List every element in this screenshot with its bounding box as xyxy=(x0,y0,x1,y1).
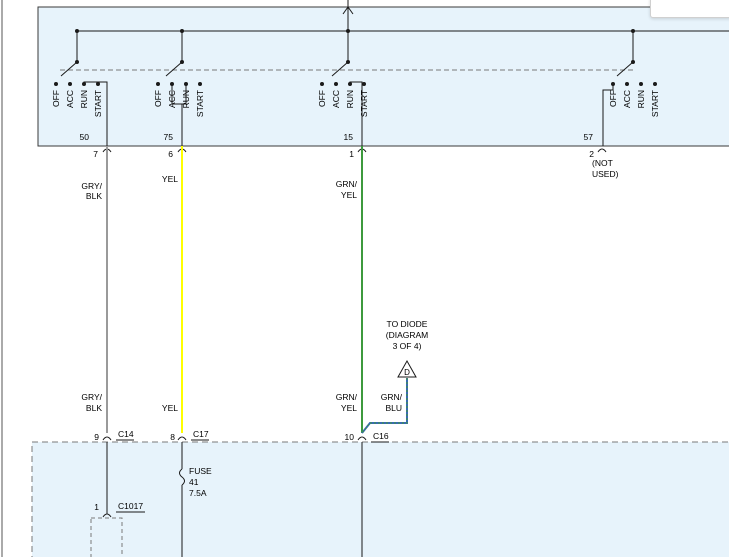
wire-label-grn-yel-top: GRN/YEL xyxy=(336,179,358,200)
pin-top-2: 75 xyxy=(164,132,174,142)
pin-top-1: 50 xyxy=(80,132,90,142)
fuse-rating: 7.5A xyxy=(189,488,207,498)
pin-top-3: 15 xyxy=(344,132,354,142)
wire-label-yel-top: YEL xyxy=(162,174,178,184)
switch-contact-1-1 xyxy=(54,82,58,86)
wire-label-grn-yel-bottom: GRN/YEL xyxy=(336,392,358,413)
connector-name-c1017: C1017 xyxy=(118,501,143,511)
connector-cup-c17 xyxy=(177,436,187,441)
switch-contact-4-2 xyxy=(625,82,629,86)
switch-label-3-3: RUN xyxy=(345,90,355,108)
bus-junction-1 xyxy=(75,29,79,33)
connector-cup-4 xyxy=(597,148,607,153)
connector-c1017-box xyxy=(90,517,123,557)
switch-contact-3-2 xyxy=(334,82,338,86)
ignition-switch-panel xyxy=(37,6,729,147)
fuse-icon xyxy=(179,468,185,486)
diode-triangle-icon xyxy=(397,359,417,378)
diode-symbol-label: D xyxy=(404,368,410,377)
connector-cup-c16 xyxy=(357,436,367,441)
bus-junction-2 xyxy=(180,29,184,33)
arrow-up-icon xyxy=(342,6,354,15)
switch-blade-4 xyxy=(616,61,634,77)
switch-label-1-4: START xyxy=(93,90,103,117)
switch-label-1-3: RUN xyxy=(79,90,89,108)
switch-blade-3 xyxy=(331,61,349,77)
switch-output-4 xyxy=(602,84,614,146)
switch-label-4-4: START xyxy=(650,90,660,117)
wire-label-gry-blk-top: GRY/BLK xyxy=(81,181,102,201)
wire-label-gry-blk-bottom: GRY/BLK xyxy=(81,392,102,413)
switch-bridge-2 xyxy=(171,84,187,105)
pin-bottom-1: 7 xyxy=(93,149,98,159)
connector-pin-c14: 9 xyxy=(94,432,99,442)
connector-name-c16: C16 xyxy=(373,431,389,441)
switch-contact-1-4 xyxy=(96,82,100,86)
connector-pin-c16: 10 xyxy=(345,432,355,442)
switch-label-4-3: RUN xyxy=(636,90,646,108)
pin-bottom-4: 2 xyxy=(589,149,594,159)
switch-label-3-4: START xyxy=(359,90,369,117)
connector-cup-c14 xyxy=(102,436,112,441)
switch-contact-4-4 xyxy=(653,82,657,86)
switch-contact-1-2 xyxy=(68,82,72,86)
switch-blade-1 xyxy=(60,61,78,77)
wire-label-yel-bottom: YEL xyxy=(162,403,178,413)
switch-label-1-2: ACC xyxy=(65,90,75,108)
switch-contact-4-3 xyxy=(639,82,643,86)
pin-top-4: 57 xyxy=(584,132,594,142)
switch-output-3 xyxy=(349,81,363,146)
junction-block-panel xyxy=(31,441,729,557)
switch-label-4-1: OFF xyxy=(608,90,618,107)
bus-junction-3 xyxy=(346,29,350,33)
bus-junction-4 xyxy=(631,29,635,33)
switch-label-3-2: ACC xyxy=(331,90,341,108)
connector-name-c17: C17 xyxy=(193,429,209,439)
switch-output-1 xyxy=(83,81,108,146)
switch-label-3-1: OFF xyxy=(317,90,327,107)
switch-contact-3-4 xyxy=(362,82,366,86)
switch-contact-2-4 xyxy=(198,82,202,86)
switch-groups: OFF ACC RUN START OFF ACC RUN START OFF ACC RUN STA… xyxy=(51,29,660,146)
connector-pin-c1017: 1 xyxy=(94,502,99,512)
switch-contact-2-1 xyxy=(156,82,160,86)
switch-label-4-2: ACC xyxy=(622,90,632,108)
connector-pin-c17: 8 xyxy=(170,432,175,442)
connector-cup-c1017 xyxy=(102,513,112,518)
connector-name-c14: C14 xyxy=(118,429,134,439)
fuse-number: 41 xyxy=(189,477,199,487)
pin-bottom-3: 1 xyxy=(349,149,354,159)
switch-contact-3-1 xyxy=(320,82,324,86)
floating-card xyxy=(650,0,729,18)
wire-label-grn-blu: GRN/BLU xyxy=(381,392,403,413)
switch-label-1-1: OFF xyxy=(51,90,61,107)
switch-blade-2 xyxy=(165,61,183,77)
switch-label-2-4: START xyxy=(195,90,205,117)
fuse-label: FUSE xyxy=(189,466,212,476)
pin-bottom-2: 6 xyxy=(168,149,173,159)
wire-grn-blu-stripe xyxy=(361,378,408,434)
switch-label-2-1: OFF xyxy=(153,90,163,107)
